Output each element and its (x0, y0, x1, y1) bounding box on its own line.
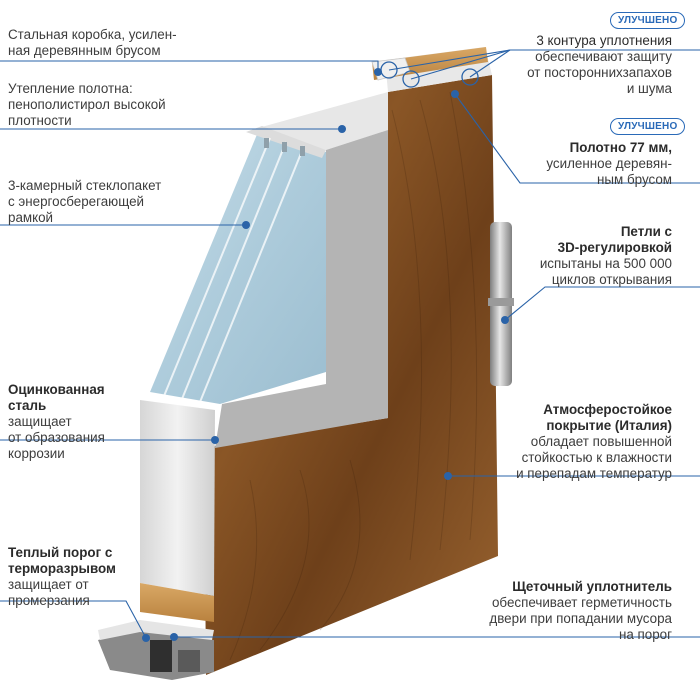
threshold-break (150, 640, 172, 672)
leader-dot-glass (242, 221, 250, 229)
steel-side-face (140, 400, 215, 596)
callout-leaders (0, 49, 700, 639)
callout-insulation-text: пенополистирол высокой плотности (8, 97, 166, 128)
hinge-joint (488, 298, 514, 306)
callout-dots (142, 68, 509, 642)
leader-dot-brush (170, 633, 178, 641)
callout-hinges-text: испытаны на 500 000 циклов открывания (539, 256, 672, 287)
callout-frame-title: Стальная коробка, усилен- ная деревянным… (8, 27, 177, 58)
callout-steel-text: защищает от образования коррозии (8, 414, 105, 461)
callout-seal: 3 контура уплотнения обеспечивают защиту… (462, 33, 672, 97)
badge-improved-2: УЛУЧШЕНО (610, 118, 686, 135)
reinforcing-beam-bottom (140, 583, 214, 622)
threshold-top (98, 620, 214, 640)
callout-brush-title: Щеточный уплотнитель (512, 579, 672, 594)
callout-threshold: Теплый порог с терморазрывом защищает от… (8, 545, 168, 609)
glass-panes (163, 137, 305, 403)
leader-seal-3 (469, 49, 511, 78)
badge-improved-1: УЛУЧШЕНО (610, 12, 686, 29)
callout-insulation: Утепление полотна: пенополистирол высоко… (8, 81, 208, 129)
callout-glass: 3-камерный стеклопакет с энергосберегающ… (8, 178, 208, 226)
callout-frame: Стальная коробка, усилен- ная деревянным… (8, 27, 218, 59)
leader-frame (0, 60, 379, 72)
callout-hinges-title: Петли с 3D-регулировкой (557, 224, 672, 255)
leader-dot-coating (444, 472, 452, 480)
leader-dot-threshold (142, 634, 150, 642)
callout-brush: Щеточный уплотнитель обеспечивает гермет… (432, 579, 672, 643)
callout-coating-text: обладает повышенной стойкостью к влажнос… (516, 434, 672, 481)
insulation-cut-face (215, 130, 388, 448)
door-leaf-front (204, 75, 498, 675)
callout-leaf-title: Полотно 77 мм, (569, 140, 672, 155)
leader-leaf (454, 93, 700, 184)
glass-spacers (264, 138, 305, 156)
threshold-channel (178, 650, 200, 672)
leader-dot-frame (374, 68, 382, 76)
callout-steel-title: Оцинкованная сталь (8, 382, 105, 413)
callout-seal-title: 3 контура уплотнения (536, 33, 672, 48)
leader-dot-insulation (338, 125, 346, 133)
callout-leaf: Полотно 77 мм, усиленное деревян- ным бр… (472, 140, 672, 188)
leader-dot-steel (211, 436, 219, 444)
leader-hinges (504, 286, 700, 321)
callout-seal-text: обеспечивают защиту от постороннихзапахо… (527, 49, 672, 96)
callout-steel: Оцинкованная сталь защищает от образован… (8, 382, 148, 462)
callout-coating: Атмосферостойкое покрытие (Италия) облад… (462, 402, 672, 482)
leader-seal-2 (410, 49, 511, 80)
leader-dot-leaf (451, 90, 459, 98)
leader-dot-hinges (501, 316, 509, 324)
callout-brush-text: обеспечивает герметичность двери при поп… (489, 595, 672, 642)
callout-glass-text: 3-камерный стеклопакет с энергосберегающ… (8, 178, 162, 225)
callout-threshold-title: Теплый порог с терморазрывом (8, 545, 116, 576)
callout-threshold-text: защищает от промерзания (8, 577, 90, 608)
callout-coating-title: Атмосферостойкое покрытие (Италия) (543, 402, 672, 433)
callout-leaf-text: усиленное деревян- ным брусом (546, 156, 672, 187)
insulation-top-surface (258, 92, 388, 150)
leader-threshold (0, 600, 147, 639)
callout-insulation-title: Утепление полотна: (8, 81, 133, 96)
wood-grain (229, 91, 478, 661)
callout-hinges: Петли с 3D-регулировкой испытаны на 500 … (472, 224, 672, 288)
